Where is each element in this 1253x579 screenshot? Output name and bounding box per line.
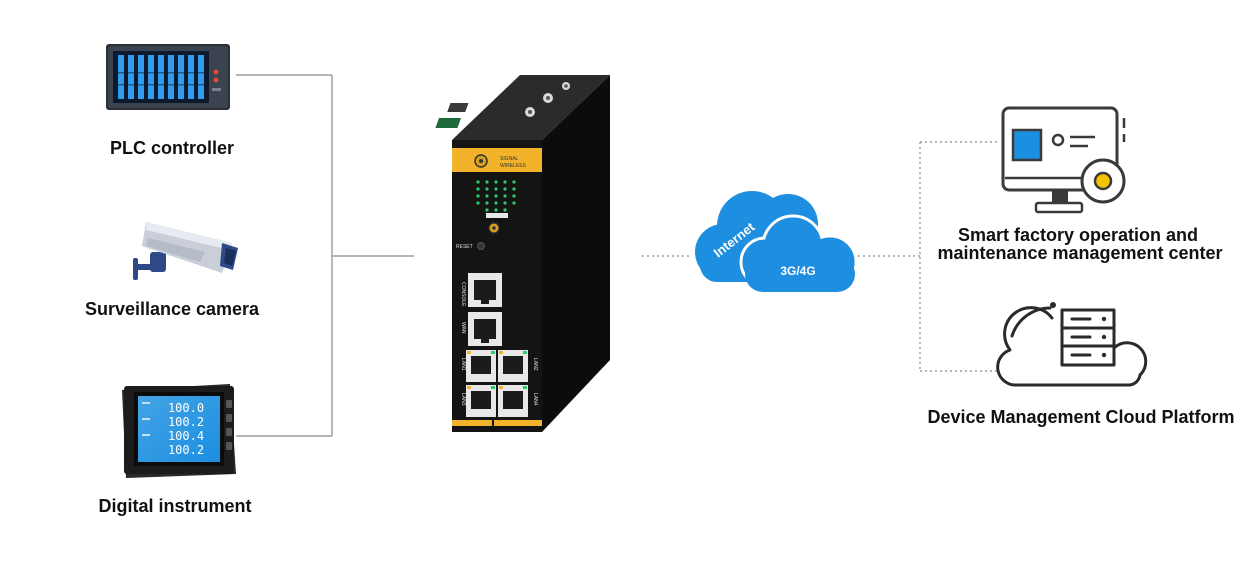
wan-port[interactable] <box>468 312 502 346</box>
status-led-grid[interactable] <box>476 180 516 212</box>
reset-label: RESET <box>456 244 473 250</box>
instrument-reading-2: 100.2 <box>168 415 204 429</box>
console-port-label: CONSOLE <box>460 282 466 307</box>
lan4-port[interactable] <box>498 385 528 417</box>
gateway-side <box>542 75 610 432</box>
instrument-reading-4: 100.2 <box>168 443 204 457</box>
surveillance-camera-label: Surveillance camera <box>85 299 260 319</box>
instrument-reading-3: 100.4 <box>168 429 204 443</box>
cloud-server-icon <box>996 306 1148 387</box>
top-connectors <box>435 82 570 128</box>
svg-text:SIGNAL: SIGNAL <box>500 156 519 162</box>
digital-instrument-label: Digital instrument <box>98 496 251 516</box>
smart-factory-label-line2: maintenance management center <box>937 243 1222 263</box>
lan1-port-label: LAN1 <box>460 358 466 371</box>
smart-factory-label-line1: Smart factory operation and <box>958 225 1198 245</box>
console-port[interactable] <box>468 273 502 307</box>
svg-text:WIRELESS: WIRELESS <box>500 163 527 169</box>
internet-cloud-icon: Internet 3G/4G <box>695 191 858 292</box>
right-connector-lines <box>642 141 998 372</box>
wan-port-label: WAN <box>460 322 466 334</box>
reset-button[interactable] <box>477 242 485 250</box>
monitor-dashboard-icon <box>1001 106 1126 214</box>
gateway-bottom-band <box>452 420 542 426</box>
industrial-gateway-device: SIGNAL WIRELESS RESET CONSOLE WA <box>435 75 610 432</box>
plc-controller-label: PLC controller <box>110 138 234 158</box>
lan1-port[interactable] <box>466 350 496 382</box>
gateway-accent-band <box>452 148 542 172</box>
digital-instrument-icon: 100.0 100.2 100.4 100.2 <box>122 384 236 478</box>
network-type-label: 3G/4G <box>780 264 815 278</box>
lan2-port[interactable] <box>498 350 528 382</box>
lan2-port-label: LAN2 <box>532 358 538 371</box>
instrument-reading-1: 100.0 <box>168 401 204 415</box>
left-connector-lines <box>236 74 414 437</box>
lan4-port-label: LAN4 <box>532 393 538 406</box>
surveillance-camera-icon <box>133 222 238 280</box>
plc-controller-icon <box>106 44 230 110</box>
lan3-port-label: LAN3 <box>460 393 466 406</box>
cloud-platform-label: Device Management Cloud Platform <box>927 407 1234 427</box>
lan3-port[interactable] <box>466 385 496 417</box>
